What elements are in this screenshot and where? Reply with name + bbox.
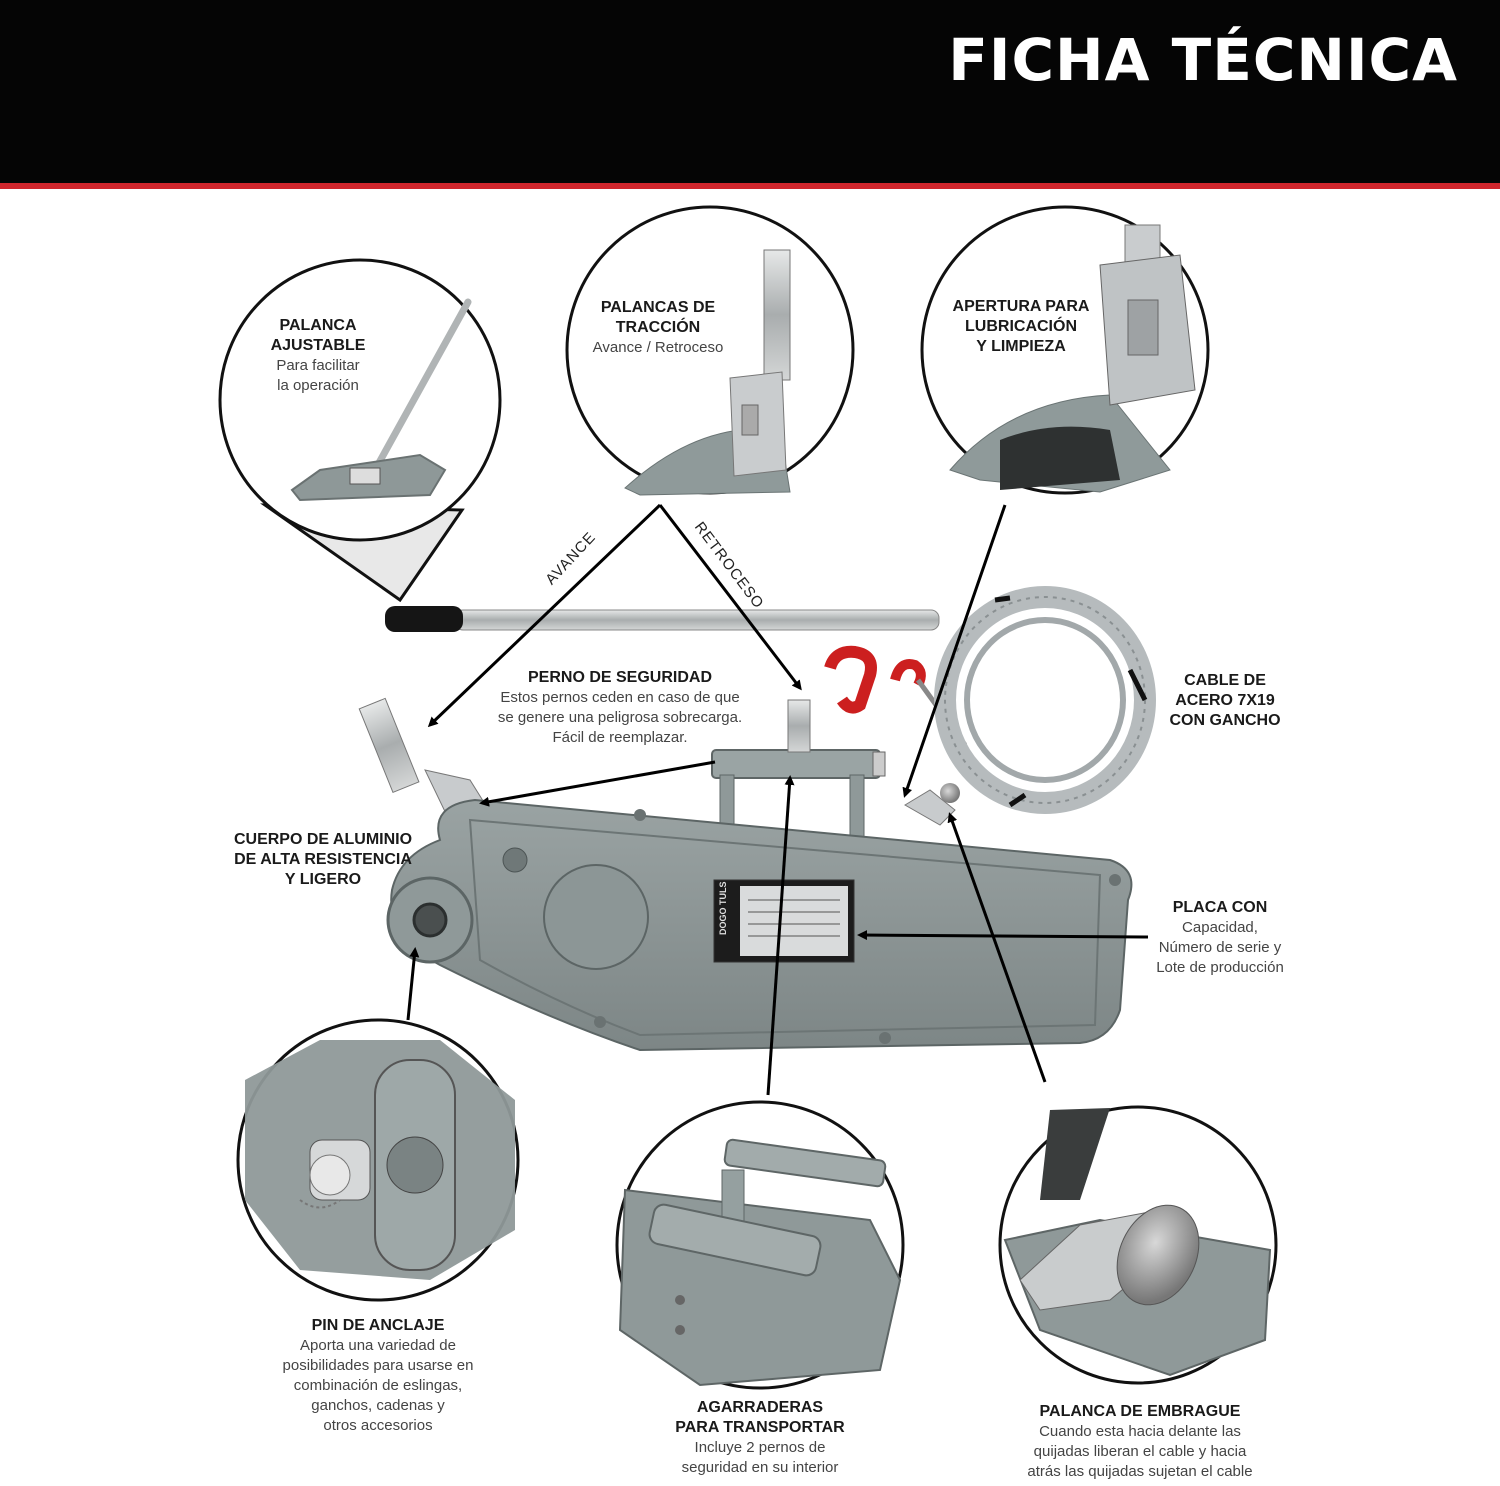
callout-title: PALANCAS DE TRACCIÓN [600,299,716,336]
callout-title: PERNO DE SEGURIDAD [527,669,713,686]
tirfor-machine: DOGO TULS [358,697,1133,1052]
callout-desc: Para facilitar la operación [276,357,360,394]
callout-title: PLACA CON [1172,899,1268,916]
circle-anchor-pin [236,1018,520,1302]
callout-desc: Incluye 2 pernos de seguridad en su inte… [681,1439,839,1476]
callout-aluminum-body: CUERPO DE ALUMINIO DE ALTA RESISTENCIA Y… [218,830,428,890]
callout-title: PIN DE ANCLAJE [311,1317,445,1334]
callout-safety-pin: PERNO DE SEGURIDAD Estos pernos ceden en… [470,668,770,748]
page-title: FICHA TÉCNICA [948,26,1458,94]
callout-adjustable-lever: PALANCA AJUSTABLE Para facilitar la oper… [253,316,383,396]
circle-clutch-lever [998,1105,1278,1385]
callout-desc: Aporta una variedad de posibilidades par… [282,1337,474,1434]
extension-bar [385,606,940,632]
header-accent-line [0,183,1500,189]
callout-title: PALANCA AJUSTABLE [270,317,366,354]
lever-direction-arrows [427,503,802,728]
callout-traction-levers: PALANCAS DE TRACCIÓN Avance / Retroceso [568,298,748,358]
callout-plate: PLACA CON Capacidad, Número de serie y L… [1140,898,1300,978]
callout-title: APERTURA PARA LUBRICACIÓN Y LIMPIEZA [952,298,1090,355]
callout-clutch-lever: PALANCA DE EMBRAGUE Cuando esta hacia de… [1005,1402,1275,1482]
callout-title: CUERPO DE ALUMINIO DE ALTA RESISTENCIA Y… [233,831,413,888]
circle-traction-levers [565,205,855,496]
callout-arrows [406,504,1149,1096]
callout-title: PALANCA DE EMBRAGUE [1039,1403,1241,1420]
circle-lubrication-opening [920,205,1210,495]
callout-desc: Capacidad, Número de serie y Lote de pro… [1156,919,1284,976]
callout-steel-cable: CABLE DE ACERO 7X19 CON GANCHO [1150,671,1300,731]
callout-desc: Estos pernos ceden en caso de que se gen… [497,689,743,746]
callout-desc: Avance / Retroceso [592,339,724,356]
callout-lubrication-opening: APERTURA PARA LUBRICACIÓN Y LIMPIEZA [926,297,1116,357]
callout-anchor-pin: PIN DE ANCLAJE Aporta una variedad de po… [268,1316,488,1436]
callout-title: AGARRADERAS PARA TRANSPORTAR [675,1399,845,1436]
plate-brand: DOGO TULS [718,882,728,936]
callout-carry-handles: AGARRADERAS PARA TRANSPORTAR Incluye 2 p… [660,1398,860,1478]
callout-desc: Cuando esta hacia delante las quijadas l… [1027,1423,1253,1480]
cable-coil [934,586,1156,814]
circle-adjustable-lever [218,258,502,542]
circle-carry-handles [615,1100,905,1390]
callout-title: CABLE DE ACERO 7X19 CON GANCHO [1169,672,1281,729]
header-bar: FICHA TÉCNICA [0,0,1500,183]
